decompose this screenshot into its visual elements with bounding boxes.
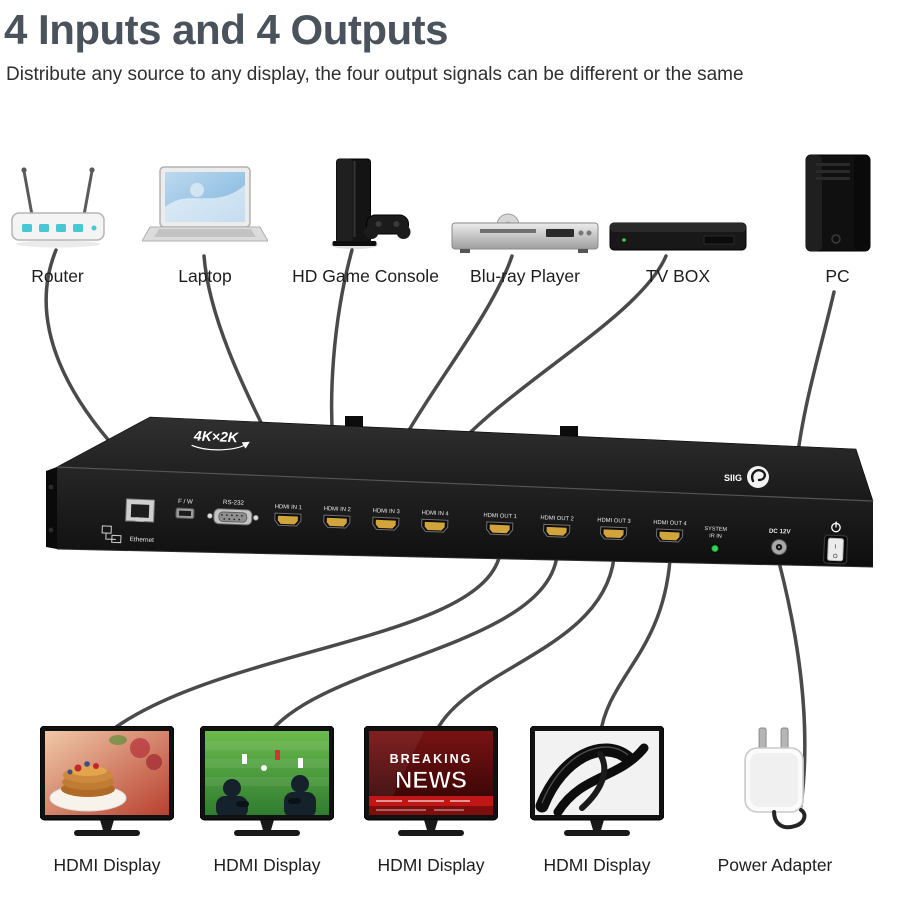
ir-label-line2: IR IN [709, 533, 722, 540]
hdmi-out-3-label: HDMI OUT 3 [597, 518, 631, 525]
cable-dc-power-adapter [777, 560, 807, 808]
hdmi-in-1-port [274, 512, 302, 527]
tv-gaming-icon [200, 726, 334, 836]
display-4-label: HDMI Display [543, 855, 651, 875]
gaming-screen [205, 731, 329, 815]
source-bluray-label: Blu-ray Player [470, 266, 580, 286]
cable-out2-display2 [265, 554, 559, 738]
page-title: 4 Inputs and 4 Outputs [4, 6, 449, 53]
source-game-console: HD Game Console [288, 155, 443, 287]
source-bluray: Blu-ray Player [450, 155, 600, 287]
laptop-icon [142, 166, 268, 242]
hdmi-display-1: HDMI Display [40, 726, 174, 876]
ir-label-line1: SYSTEM [704, 526, 727, 533]
power-adapter: Power Adapter [700, 726, 850, 876]
source-laptop: Laptop [142, 155, 268, 287]
source-pc-label: PC [825, 266, 850, 286]
dc-jack [771, 539, 788, 556]
dc-label: DC 12V [769, 528, 792, 536]
display-3-label: HDMI Display [377, 855, 485, 875]
hdmi-out-2-port [542, 523, 571, 538]
hdmi-in-3-port [371, 516, 400, 531]
source-tvbox: TV BOX [608, 155, 748, 287]
tv-food-icon [40, 726, 174, 836]
header: 4 Inputs and 4 Outputs Distribute any so… [4, 6, 896, 86]
hdmi-display-3: BREAKING NEWS HDMI Display [364, 726, 498, 876]
siig-logo: SIIG [724, 466, 769, 488]
source-router-label: Router [31, 266, 84, 286]
abstract-screen [535, 731, 659, 815]
rs232-label: RS-232 [223, 499, 245, 507]
bluray-player-icon [451, 213, 599, 253]
rs232-port [207, 508, 259, 526]
chassis-left-ear [46, 467, 57, 549]
power-icon [831, 521, 841, 533]
hdmi-display-2: HDMI Display [200, 726, 334, 876]
output-cables [102, 552, 807, 808]
badge-4k: 4K×2K [191, 427, 250, 451]
cable-out1-display1 [102, 552, 502, 738]
cable-out4-display4 [598, 558, 672, 738]
router-icon [10, 167, 105, 248]
fw-label: F / W [178, 498, 193, 506]
hdmi-out-4-port [655, 528, 684, 543]
source-laptop-label: Laptop [178, 266, 232, 286]
hdmi-in-3-label: HDMI IN 3 [373, 508, 400, 515]
cable-pc-input [795, 290, 836, 462]
hdmi-out-4-label: HDMI OUT 4 [653, 520, 687, 527]
display-2-label: HDMI Display [213, 855, 321, 875]
hdmi-out-2-label: HDMI OUT 2 [540, 515, 574, 522]
ethernet-port [125, 498, 156, 523]
news-line2: NEWS [395, 767, 467, 794]
source-tvbox-label: TV BOX [645, 266, 711, 286]
brand-text: SIIG [724, 473, 742, 483]
power-adapter-label: Power Adapter [717, 855, 833, 875]
news-screen: BREAKING NEWS [369, 731, 493, 815]
power-adapter-icon [744, 727, 807, 830]
rear-tab [560, 426, 578, 438]
badge-4k-text: 4K×2K [193, 427, 239, 445]
page-subtitle: Distribute any source to any display, th… [6, 64, 744, 85]
hdmi-out-1-label: HDMI OUT 1 [483, 513, 517, 520]
display-1-label: HDMI Display [53, 855, 161, 875]
power-switch: I O [823, 534, 848, 565]
cable-out3-display3 [432, 556, 616, 738]
food-screen [45, 731, 169, 815]
tv-news-icon: BREAKING NEWS [364, 726, 498, 836]
ethernet-label: Ethernet [130, 536, 155, 544]
ethernet-icon [101, 525, 122, 544]
switch-off-mark: O [833, 554, 838, 560]
hdmi-in-4-label: HDMI IN 4 [422, 510, 450, 517]
hdmi-in-2-port [323, 514, 351, 529]
matrix-switcher: 4K×2K SIIG [46, 416, 874, 568]
hdmi-out-1-port [485, 521, 514, 536]
hdmi-in-2-label: HDMI IN 2 [324, 506, 351, 513]
port-panel: Ethernet F / W RS-232 [101, 498, 848, 565]
tv-box-icon [609, 222, 747, 251]
fw-port [175, 507, 195, 520]
source-game-console-label: HD Game Console [292, 266, 439, 286]
hdmi-in-4-port [420, 518, 449, 533]
news-line1: BREAKING [390, 752, 473, 766]
rear-tab [345, 416, 363, 428]
hdmi-in-1-label: HDMI IN 1 [275, 504, 302, 511]
ir-led [711, 544, 719, 553]
pc-tower-icon [805, 154, 870, 252]
switch-on-mark: I [835, 544, 837, 550]
gamepad-icon [364, 214, 410, 239]
source-pc: PC [790, 154, 885, 287]
tv-abstract-icon [530, 726, 664, 836]
game-console-icon [330, 158, 410, 249]
hdmi-display-4: HDMI Display [530, 726, 664, 876]
hdmi-out-3-port [599, 526, 628, 541]
source-router: Router [0, 155, 115, 287]
